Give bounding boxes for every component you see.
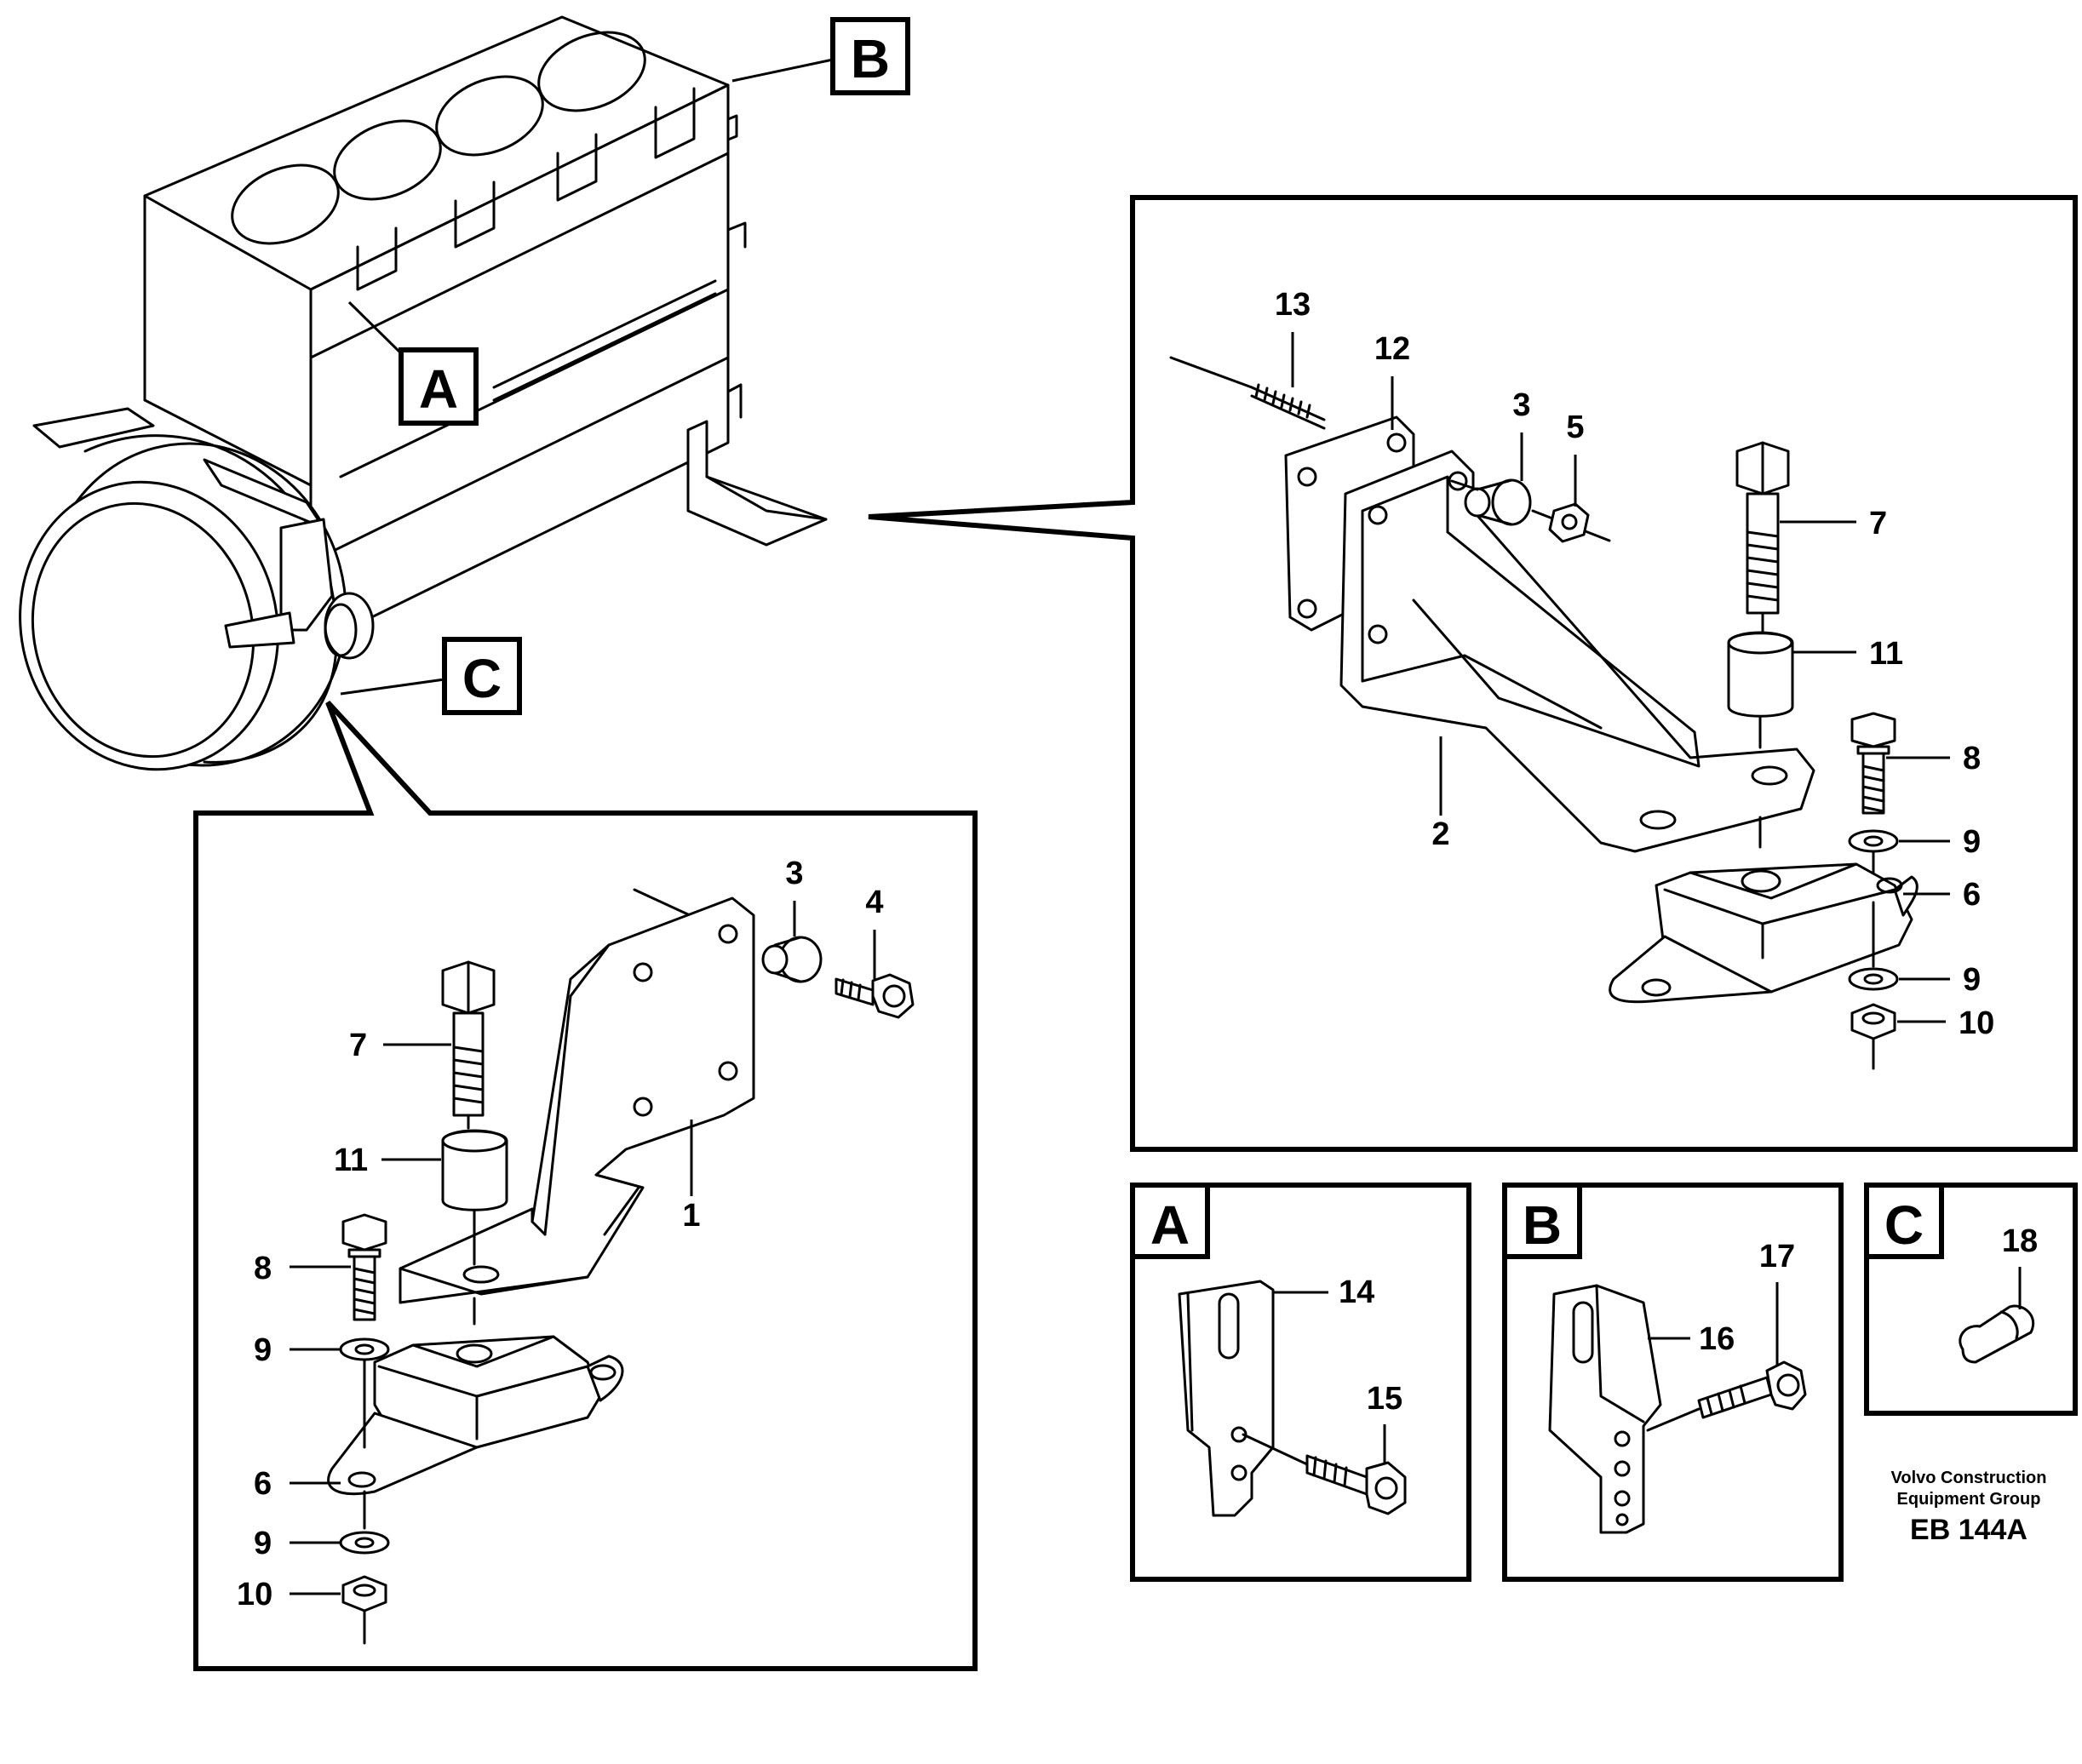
svg-text:A: A bbox=[1150, 1194, 1190, 1256]
callout-15: 15 bbox=[1367, 1381, 1402, 1417]
svg-text:C: C bbox=[462, 648, 502, 709]
callout-2: 2 bbox=[1431, 816, 1449, 852]
callout-11: 11 bbox=[334, 1143, 368, 1178]
left-callouts: 3 4 7 11 1 8 9 6 9 10 bbox=[237, 856, 884, 1612]
callout-6: 6 bbox=[1963, 877, 1981, 913]
callout-10: 10 bbox=[237, 1577, 272, 1612]
callout-7: 7 bbox=[349, 1028, 367, 1063]
letter-tag-a: A bbox=[347, 301, 479, 426]
callout-9: 9 bbox=[254, 1526, 272, 1561]
credit-line-1: Volvo Construction bbox=[1891, 1469, 2047, 1487]
callout-13: 13 bbox=[1275, 287, 1311, 323]
callout-9: 9 bbox=[1963, 824, 1981, 860]
callout-16: 16 bbox=[1699, 1321, 1735, 1357]
callout-3: 3 bbox=[785, 856, 803, 891]
svg-text:A: A bbox=[419, 358, 458, 420]
callout-11: 11 bbox=[1869, 636, 1903, 672]
credit-line-2: Equipment Group bbox=[1897, 1490, 2041, 1509]
inset-panel-a: A bbox=[1130, 1183, 1471, 1582]
callout-18: 18 bbox=[2002, 1223, 2038, 1259]
callout-9: 9 bbox=[254, 1332, 272, 1368]
drawing-code: EB 144A bbox=[1910, 1514, 2028, 1546]
inset-callouts: 14 15 16 17 18 bbox=[1273, 1223, 2038, 1464]
callout-17: 17 bbox=[1759, 1239, 1795, 1274]
callout-6: 6 bbox=[254, 1466, 272, 1502]
right-callouts: 13 12 3 5 7 11 2 8 9 6 9 10 bbox=[1275, 287, 1994, 1041]
callout-8: 8 bbox=[1963, 741, 1981, 776]
callout-1: 1 bbox=[682, 1198, 700, 1234]
callout-7: 7 bbox=[1869, 506, 1887, 541]
svg-text:B: B bbox=[851, 28, 890, 89]
callout-9: 9 bbox=[1963, 962, 1981, 998]
letter-tag-b: B bbox=[731, 17, 910, 95]
left-detail-panel bbox=[193, 700, 978, 1671]
svg-text:B: B bbox=[1523, 1194, 1562, 1256]
letter-tag-c: C bbox=[340, 637, 522, 715]
callout-5: 5 bbox=[1566, 410, 1584, 445]
callout-3: 3 bbox=[1512, 387, 1530, 423]
publisher-credit: Volvo Construction Equipment Group EB 14… bbox=[1891, 1469, 2047, 1546]
callout-8: 8 bbox=[254, 1251, 272, 1286]
inset-panel-b: B bbox=[1502, 1183, 1844, 1582]
callout-12: 12 bbox=[1374, 331, 1410, 367]
right-detail-panel bbox=[868, 195, 2078, 1152]
callout-10: 10 bbox=[1959, 1005, 1994, 1041]
callout-14: 14 bbox=[1339, 1274, 1374, 1310]
callout-4: 4 bbox=[865, 885, 883, 920]
inset-panel-c: C bbox=[1864, 1183, 2078, 1416]
svg-text:C: C bbox=[1884, 1194, 1924, 1256]
engine-block bbox=[19, 15, 828, 771]
